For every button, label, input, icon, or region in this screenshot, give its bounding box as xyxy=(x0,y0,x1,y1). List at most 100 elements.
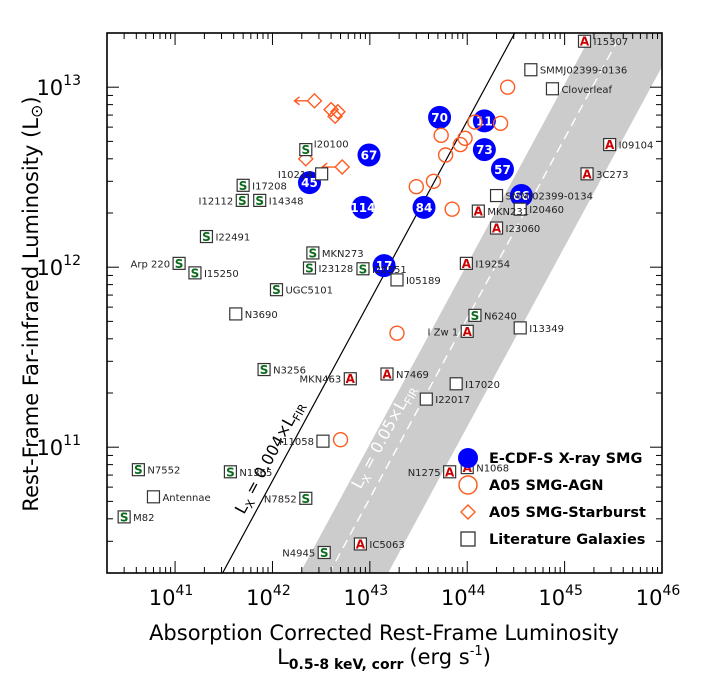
literature-point-n4945-marker xyxy=(317,545,331,560)
literature-point-n3256-label: N3256 xyxy=(273,366,306,377)
agn-point xyxy=(467,114,483,130)
literature-point-n1365-type: S xyxy=(226,465,235,479)
smg-point-label: 114 xyxy=(350,201,375,215)
literature-point-ic5063-label: IC5063 xyxy=(369,540,404,551)
literature-point-i-zw-1-marker xyxy=(460,324,474,338)
literature-point-i15307-label: I15307 xyxy=(593,37,628,48)
literature-point-mkn463-marker xyxy=(343,372,357,386)
literature-point-n4945-type: S xyxy=(320,546,329,560)
literature-point-ugc5101-marker xyxy=(269,283,284,297)
literature-point-mkn463-type: A xyxy=(346,372,356,386)
literature-point-smmj02399-0136-label: SMMJ02399-0136 xyxy=(540,66,627,77)
literature-point-i14348-label: I14348 xyxy=(269,196,304,207)
literature-point-cloverleaf-label: Cloverleaf xyxy=(561,85,612,96)
smg-point-73 xyxy=(472,138,496,162)
literature-point-i20551-marker xyxy=(356,262,370,276)
smg-point-17 xyxy=(372,254,396,278)
literature-point-n7852-type: S xyxy=(301,492,310,506)
literature-point-i23060-type: A xyxy=(492,222,502,236)
smg-point-label: 84 xyxy=(416,201,433,215)
literature-point-ugc5101-label: UGC5101 xyxy=(285,286,333,297)
literature-point-n6240-type: S xyxy=(471,309,480,323)
literature-point-i-zw-1-type: A xyxy=(463,325,473,339)
literature-point-mkn273-marker xyxy=(306,246,320,260)
legend-label: A05 SMG-AGN xyxy=(489,478,604,494)
relation-line-1 xyxy=(328,33,623,573)
starburst-point xyxy=(334,159,351,176)
agn-point xyxy=(437,147,454,163)
literature-point-i12112-label: I12112 xyxy=(199,196,234,207)
literature-point-n3256-type: S xyxy=(260,363,269,377)
literature-point-arp-220-type: S xyxy=(175,257,184,271)
literature-point-i15307-marker xyxy=(577,34,592,48)
literature-point-i22017-label: I22017 xyxy=(435,395,470,406)
literature-point-i-zw-1-label: I Zw 1 xyxy=(428,327,459,338)
literature-point-n1365-marker xyxy=(223,465,238,479)
smg-point-11 xyxy=(472,109,496,133)
literature-point-i11058-label: I11058 xyxy=(279,437,314,448)
legend-entry-a05-smg-agn: A05 SMG-AGN xyxy=(458,475,604,495)
smg-point-label: 45 xyxy=(301,176,318,190)
agn-point xyxy=(408,178,425,195)
literature-point-ic5063-type: A xyxy=(356,537,366,551)
x-axis-label-2: L0.5-8 keV, corr(erg s-1) xyxy=(277,644,491,673)
literature-point-smmj02399-0134-label: SMMJ02399-0134 xyxy=(506,192,593,203)
literature-point-antennae-label: Antennae xyxy=(162,493,210,504)
literature-point-i17020-marker xyxy=(449,377,463,391)
literature-point-i11058-marker xyxy=(316,434,330,448)
literature-point-antennae-marker xyxy=(146,490,161,504)
agn-point xyxy=(332,432,349,448)
literature-point-n7852-marker xyxy=(299,491,313,505)
legend-entry-e-cdf-s-x-ray-smg: E-CDF-S X-ray SMG xyxy=(458,448,642,468)
x-tick-label: 1044 xyxy=(441,583,486,610)
legend-marker xyxy=(460,531,476,547)
literature-point-n1068-type: A xyxy=(463,461,473,475)
x-tick-label: 1041 xyxy=(149,583,194,610)
literature-point-mkn231-label: MKN231 xyxy=(487,207,529,218)
literature-point-i17020-label: I17020 xyxy=(465,380,500,391)
legend-marker xyxy=(458,475,478,495)
literature-point-n7469-marker xyxy=(380,367,394,381)
literature-point-n7469-type: A xyxy=(382,368,392,382)
literature-point-i23128-marker xyxy=(302,261,317,275)
literature-point-3c273-label: 3C273 xyxy=(596,170,628,181)
literature-point-cloverleaf-marker xyxy=(545,82,560,96)
agn-point xyxy=(492,115,509,132)
literature-point-i22491-label: I22491 xyxy=(215,233,250,244)
literature-point-i19254-label: I19254 xyxy=(475,259,510,270)
y-axis-label: Rest-Frame Far-infrared Luminosity (L⊙) xyxy=(19,96,46,511)
agn-point xyxy=(452,136,469,153)
literature-point-n4945-label: N4945 xyxy=(282,548,315,559)
smg-point-label: 73 xyxy=(476,143,493,157)
smg-point-67 xyxy=(357,143,381,167)
literature-point-i20460-label: I20460 xyxy=(529,205,564,216)
literature-point-smmj02399-0134-marker xyxy=(489,188,504,203)
literature-point-n3690-marker xyxy=(229,307,243,321)
literature-point-m82-marker xyxy=(117,510,131,524)
smg-point-label: 66 xyxy=(513,189,530,203)
relation-line-0 xyxy=(221,33,516,573)
agn-point xyxy=(499,79,516,95)
literature-point-i09104-type: A xyxy=(605,138,615,152)
y-tick-label: 1011 xyxy=(36,433,81,460)
smg-point-70 xyxy=(428,105,452,129)
literature-point-mkn273-type: S xyxy=(309,246,318,260)
legend-label: Literature Galaxies xyxy=(489,532,645,548)
literature-point-i23060-label: I23060 xyxy=(506,224,541,235)
legend-entry-literature-galaxies: Literature Galaxies xyxy=(460,531,645,548)
literature-point-i17208-marker xyxy=(236,178,250,192)
literature-point-n7852-label: N7852 xyxy=(264,494,297,505)
literature-point-3c273-type: A xyxy=(582,167,592,181)
agn-point xyxy=(389,325,405,341)
literature-point-i14348-marker xyxy=(253,193,267,207)
legend-label: A05 SMG-Starburst xyxy=(489,505,646,521)
series-a05-smg-starburst xyxy=(293,92,351,176)
literature-point-i19254-type: A xyxy=(462,257,472,271)
literature-point-i15250-type: S xyxy=(191,266,200,280)
literature-point-i09104-marker xyxy=(603,137,617,152)
starburst-point xyxy=(329,103,346,120)
upper-limit-arrowhead xyxy=(293,96,300,106)
literature-point-i09104-label: I09104 xyxy=(619,141,654,152)
